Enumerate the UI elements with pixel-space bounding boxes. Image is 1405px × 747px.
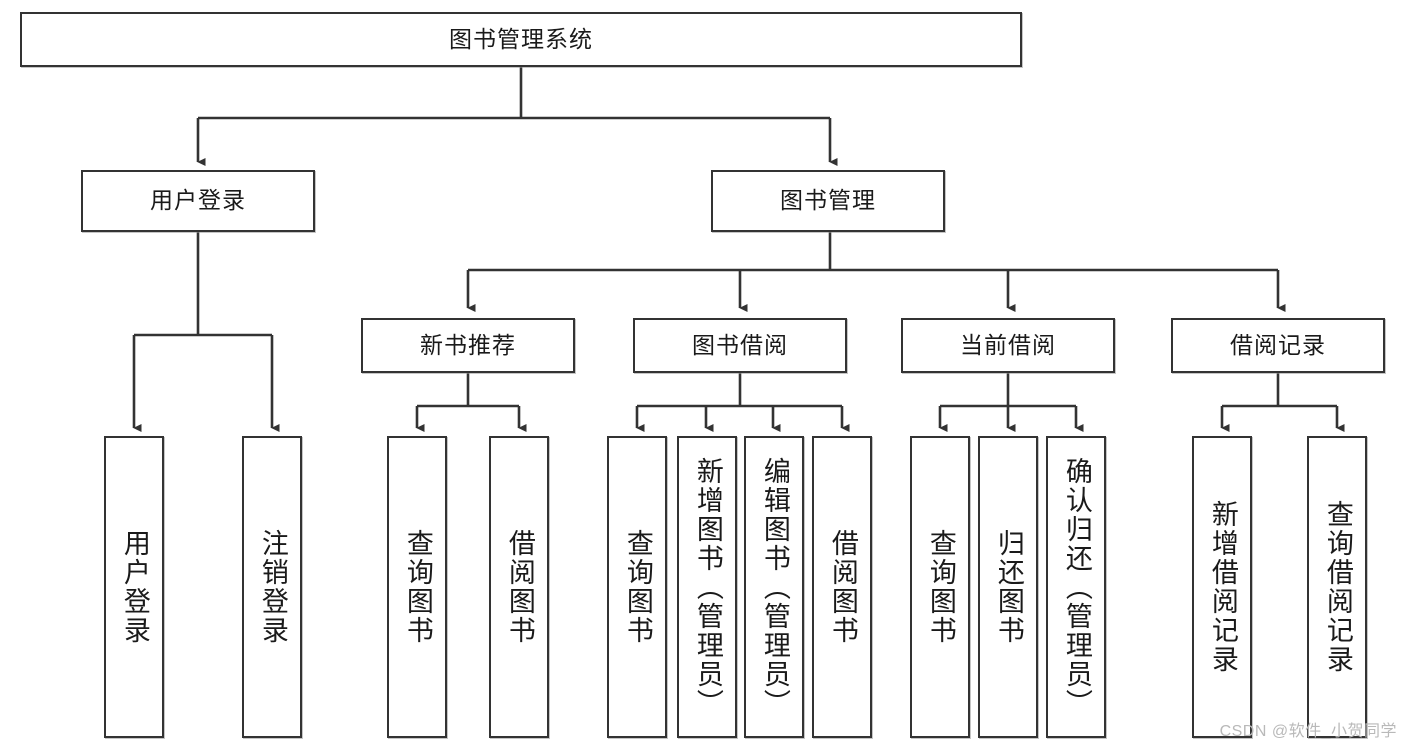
node-leaf-user-logout[interactable]: 注销登录 [242,436,302,738]
node-leaf-confirm-return-label: 确认归还（管理员） [1061,456,1092,718]
node-book-manage-label: 图书管理 [780,187,876,214]
node-leaf-user-login-label: 用户登录 [119,529,150,645]
node-leaf-query-book-3-label: 查询图书 [925,529,956,645]
node-book-borrow-label: 图书借阅 [692,331,788,358]
node-leaf-query-record[interactable]: 查询借阅记录 [1307,436,1367,738]
node-user-login[interactable]: 用户登录 [81,170,315,232]
node-leaf-borrow-book-2[interactable]: 借阅图书 [812,436,872,738]
node-leaf-query-book-1-label: 查询图书 [402,529,433,645]
node-leaf-return-book-label: 归还图书 [993,529,1024,645]
node-leaf-query-book-3[interactable]: 查询图书 [910,436,970,738]
node-leaf-edit-book[interactable]: 编辑图书（管理员） [744,436,804,738]
node-leaf-borrow-book-2-label: 借阅图书 [827,529,858,645]
node-leaf-return-book[interactable]: 归还图书 [978,436,1038,738]
node-root[interactable]: 图书管理系统 [20,12,1022,67]
node-leaf-confirm-return[interactable]: 确认归还（管理员） [1046,436,1106,738]
node-leaf-query-book-2[interactable]: 查询图书 [607,436,667,738]
node-leaf-add-record[interactable]: 新增借阅记录 [1192,436,1252,738]
node-leaf-user-login[interactable]: 用户登录 [104,436,164,738]
node-new-book-recommend-label: 新书推荐 [420,331,516,358]
node-root-label: 图书管理系统 [449,25,593,52]
node-book-manage[interactable]: 图书管理 [711,170,945,232]
node-new-book-recommend[interactable]: 新书推荐 [361,318,575,373]
node-leaf-borrow-book-1[interactable]: 借阅图书 [489,436,549,738]
node-current-borrow[interactable]: 当前借阅 [901,318,1115,373]
node-leaf-borrow-book-1-label: 借阅图书 [504,529,535,645]
node-book-borrow[interactable]: 图书借阅 [633,318,847,373]
node-current-borrow-label: 当前借阅 [960,331,1056,358]
node-leaf-query-book-1[interactable]: 查询图书 [387,436,447,738]
node-leaf-query-record-label: 查询借阅记录 [1322,500,1353,674]
node-leaf-add-book-label: 新增图书（管理员） [692,456,723,718]
node-borrow-record[interactable]: 借阅记录 [1171,318,1385,373]
node-leaf-user-logout-label: 注销登录 [257,529,288,645]
node-leaf-add-record-label: 新增借阅记录 [1207,500,1238,674]
node-user-login-label: 用户登录 [150,187,246,214]
node-borrow-record-label: 借阅记录 [1230,331,1326,358]
node-leaf-query-book-2-label: 查询图书 [622,529,653,645]
node-leaf-add-book[interactable]: 新增图书（管理员） [677,436,737,738]
node-leaf-edit-book-label: 编辑图书（管理员） [759,456,790,718]
